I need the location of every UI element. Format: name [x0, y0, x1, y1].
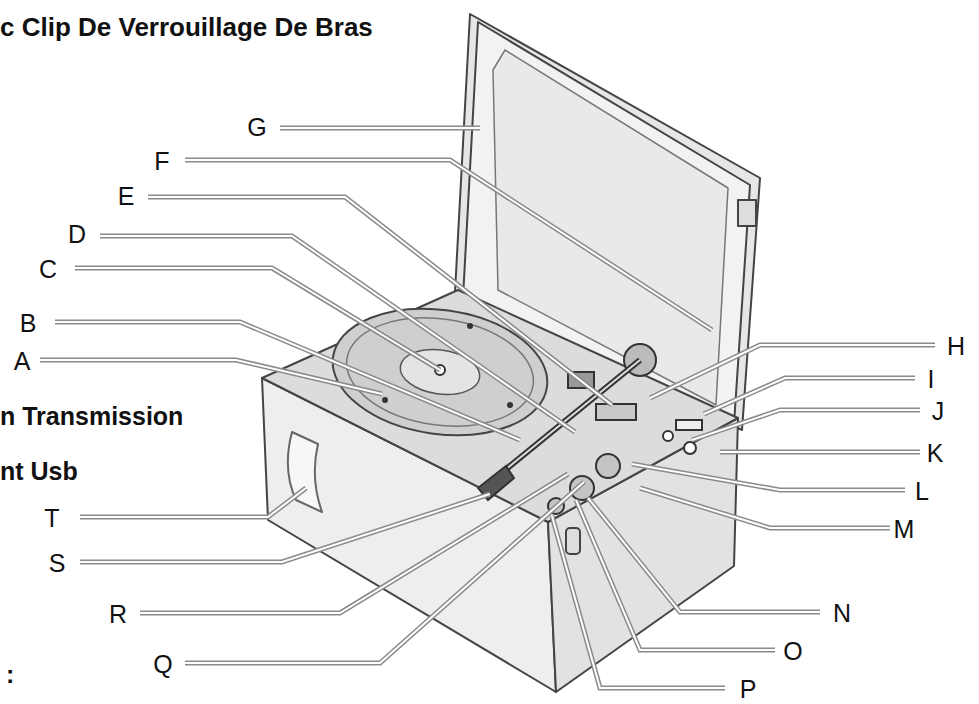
leader-line — [185, 160, 712, 330]
callout-letter: H — [947, 334, 965, 359]
leader-line — [632, 464, 905, 490]
leader-line-core — [588, 498, 820, 612]
leader-line — [552, 516, 725, 688]
leader-line — [185, 482, 584, 663]
leader-line-core — [148, 197, 612, 405]
callout-letter: R — [109, 602, 127, 627]
suitcase-body — [262, 14, 760, 692]
leader-line — [100, 236, 575, 432]
leader-line-core — [80, 488, 306, 517]
leader-line-core — [80, 494, 490, 562]
callout-letter: C — [39, 257, 57, 282]
leader-line — [40, 360, 382, 394]
leader-line-core — [185, 482, 584, 663]
callout-letter: I — [928, 367, 935, 392]
leader-line-core — [100, 236, 575, 432]
leader-line — [75, 268, 440, 370]
leader-line-core — [720, 451, 920, 453]
callout-letter: K — [927, 441, 944, 466]
callout-letter: S — [49, 551, 66, 576]
callout-letter: D — [68, 222, 86, 247]
case-latch — [566, 528, 580, 554]
leader-line — [280, 126, 480, 131]
leader-line — [650, 345, 935, 398]
leader-line — [692, 410, 920, 440]
callout-letter: N — [833, 601, 851, 626]
leader-line-core — [185, 160, 712, 330]
leader-line-core — [692, 410, 920, 440]
leader-line-core — [552, 516, 725, 688]
leader-line — [148, 197, 612, 405]
leader-line-core — [280, 127, 480, 129]
leader-line — [588, 498, 820, 612]
cropped-heading: n Transmission — [0, 404, 183, 429]
leader-line — [720, 450, 920, 455]
callout-letter: B — [20, 311, 37, 336]
callout-letter: M — [894, 517, 915, 542]
cropped-heading: c Clip De Verrouillage De Bras — [0, 14, 373, 40]
leader-line — [640, 488, 890, 528]
callout-letter: E — [118, 184, 135, 209]
callout-letter: P — [740, 677, 757, 702]
callout-letter: F — [154, 149, 169, 174]
callout-letter: J — [932, 399, 945, 424]
callout-letter: O — [783, 639, 802, 664]
leader-line-core — [650, 345, 935, 398]
callout-letter: Q — [153, 652, 172, 677]
leader-line — [576, 500, 775, 650]
leader-line — [80, 488, 306, 517]
callout-letter: L — [915, 479, 929, 504]
leader-line-core — [75, 268, 440, 370]
top-deck — [262, 290, 738, 522]
lid-latch — [738, 200, 756, 226]
callout-letter: G — [247, 115, 266, 140]
leader-line-core — [140, 474, 568, 613]
leader-line-core — [640, 488, 890, 528]
leader-line-core — [40, 360, 382, 394]
leader-line — [140, 474, 568, 613]
leader-line-core — [632, 464, 905, 490]
cropped-heading: : — [6, 662, 14, 687]
cropped-heading: nt Usb — [0, 459, 78, 484]
leader-line-core — [576, 500, 775, 650]
callout-letter: A — [14, 349, 31, 374]
leader-line-core — [704, 378, 915, 414]
callout-letter: T — [44, 506, 59, 531]
